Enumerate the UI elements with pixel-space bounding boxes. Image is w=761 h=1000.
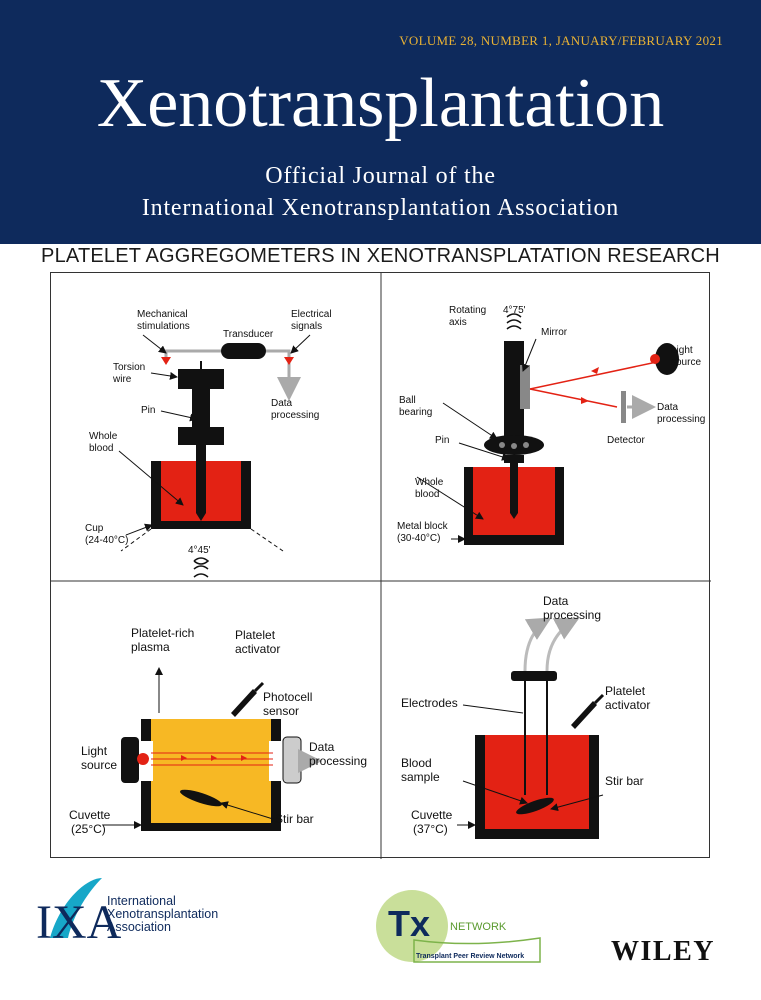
tx-network-logo: Tx NETWORK Transplant Peer Review Networ… bbox=[376, 890, 541, 963]
ixa-logo: IXA bbox=[36, 878, 122, 944]
label-pin-tr: Pin bbox=[435, 435, 449, 446]
label-signals: signals bbox=[291, 321, 322, 332]
label-wire: wire bbox=[112, 374, 132, 385]
journal-title: Xenotransplantation bbox=[96, 65, 665, 142]
label-cuvette-bl-temp: (25°C) bbox=[71, 822, 106, 836]
label-stimulations: stimulations bbox=[137, 321, 190, 332]
label-transducer: Transducer bbox=[223, 329, 274, 340]
label-light: Light bbox=[671, 345, 693, 356]
blood-sample bbox=[485, 735, 589, 829]
figure-diagram: Mechanical stimulations Transducer Elect… bbox=[51, 273, 711, 859]
label-blood-br: Blood bbox=[401, 756, 432, 770]
torsion-wire-head bbox=[178, 369, 224, 389]
mirror bbox=[520, 365, 530, 409]
ixa-line3: Association bbox=[107, 920, 171, 934]
electrode-head bbox=[511, 671, 557, 681]
label-bearing: bearing bbox=[399, 407, 432, 418]
label-activator-br-2: activator bbox=[605, 698, 650, 712]
tx-tagline: Transplant Peer Review Network bbox=[416, 953, 524, 960]
label-prp: Platelet-rich bbox=[131, 626, 194, 640]
label-rotating: Rotating bbox=[449, 305, 486, 316]
label-data: Data bbox=[271, 398, 293, 409]
journal-masthead: VOLUME 28, NUMBER 1, JANUARY/FEBRUARY 20… bbox=[0, 0, 761, 244]
panel-bottom-left: Platelet-rich plasma Platelet activator … bbox=[69, 626, 367, 836]
label-activator-bl-2: activator bbox=[235, 642, 280, 656]
label-light-bl: Light bbox=[81, 744, 108, 758]
detector bbox=[621, 391, 626, 423]
label-source-bl: source bbox=[81, 758, 117, 772]
label-ball: Ball bbox=[399, 395, 416, 406]
label-processing-bl: processing bbox=[309, 754, 367, 768]
label-electrical: Electrical bbox=[291, 309, 332, 320]
panel-top-left: Mechanical stimulations Transducer Elect… bbox=[85, 309, 332, 578]
label-torsion: Torsion bbox=[113, 362, 145, 373]
label-processing-br: processing bbox=[543, 608, 601, 622]
label-angle-tl: 4°45' bbox=[188, 545, 211, 556]
cover-headline: PLATELET AGGREGOMETERS IN XENOTRANSPLATA… bbox=[41, 245, 720, 267]
label-whole-tr: Whole bbox=[415, 477, 444, 488]
label-data-tr: Data bbox=[657, 402, 679, 413]
label-detector: Detector bbox=[607, 435, 645, 446]
ixa-line2: Xenotransplantation bbox=[107, 907, 219, 921]
label-whole: Whole bbox=[89, 431, 118, 442]
ixa-name: International Xenotransplantation Associ… bbox=[107, 895, 218, 934]
ixa-line1: International bbox=[107, 894, 176, 908]
syringe-br bbox=[571, 701, 597, 729]
label-data-br: Data bbox=[543, 594, 569, 608]
light-source-bl bbox=[121, 737, 139, 783]
cover-figure: Mechanical stimulations Transducer Elect… bbox=[50, 272, 711, 859]
stir-bar-br bbox=[516, 797, 554, 815]
label-cup-temp: (24-40°C) bbox=[85, 535, 128, 546]
label-metal-block: Metal block bbox=[397, 521, 449, 532]
label-pin: Pin bbox=[141, 405, 155, 416]
label-sample-br: sample bbox=[401, 770, 440, 784]
syringe-bl bbox=[231, 689, 257, 717]
label-electrodes: Electrodes bbox=[401, 696, 458, 710]
label-photocell: Photocell bbox=[263, 690, 312, 704]
label-stirbar-bl: Stir bar bbox=[275, 812, 314, 826]
label-mechanical: Mechanical bbox=[137, 309, 188, 320]
label-sensor: sensor bbox=[263, 704, 299, 718]
tx-logo-text: Tx bbox=[388, 903, 430, 944]
label-activator-bl: Platelet bbox=[235, 628, 276, 642]
label-activator-br: Platelet bbox=[605, 684, 646, 698]
label-processing-tr: processing bbox=[657, 414, 705, 425]
panel-top-right: Rotating axis 4°75' Mirror Light source … bbox=[397, 305, 705, 545]
label-blood: blood bbox=[89, 443, 113, 454]
label-cuvette-bl: Cuvette bbox=[69, 808, 111, 822]
label-cuvette-br: Cuvette bbox=[411, 808, 453, 822]
journal-subtitle-line2: International Xenotransplantation Associ… bbox=[141, 195, 620, 221]
label-source: source bbox=[671, 357, 701, 368]
light-source-tr bbox=[655, 343, 679, 375]
publisher-logo: WILEY bbox=[611, 936, 715, 967]
issue-info: VOLUME 28, NUMBER 1, JANUARY/FEBRUARY 20… bbox=[399, 33, 723, 48]
tx-network-text: NETWORK bbox=[450, 921, 507, 933]
panel-bottom-right: Data processing Electrodes Platelet acti… bbox=[401, 594, 650, 839]
cuvette-yellow bbox=[151, 719, 271, 823]
label-block-temp: (30-40°C) bbox=[397, 533, 440, 544]
label-data-bl: Data bbox=[309, 740, 335, 754]
label-cuvette-br-temp: (37°C) bbox=[413, 822, 448, 836]
label-plasma: plasma bbox=[131, 640, 170, 654]
label-mirror: Mirror bbox=[541, 327, 568, 338]
pin bbox=[196, 445, 206, 521]
label-blood-tr: blood bbox=[415, 489, 439, 500]
label-stirbar-br: Stir bar bbox=[605, 774, 644, 788]
label-axis: axis bbox=[449, 317, 467, 328]
label-processing: processing bbox=[271, 410, 319, 421]
journal-subtitle-line1: Official Journal of the bbox=[265, 163, 496, 189]
label-cup: Cup bbox=[85, 523, 104, 534]
label-angle-tr: 4°75' bbox=[503, 305, 526, 316]
stir-bar-bl bbox=[180, 789, 222, 807]
transducer-body bbox=[221, 343, 266, 359]
ixa-logo-text: IXA bbox=[36, 896, 122, 944]
rotating-axis bbox=[504, 341, 524, 441]
